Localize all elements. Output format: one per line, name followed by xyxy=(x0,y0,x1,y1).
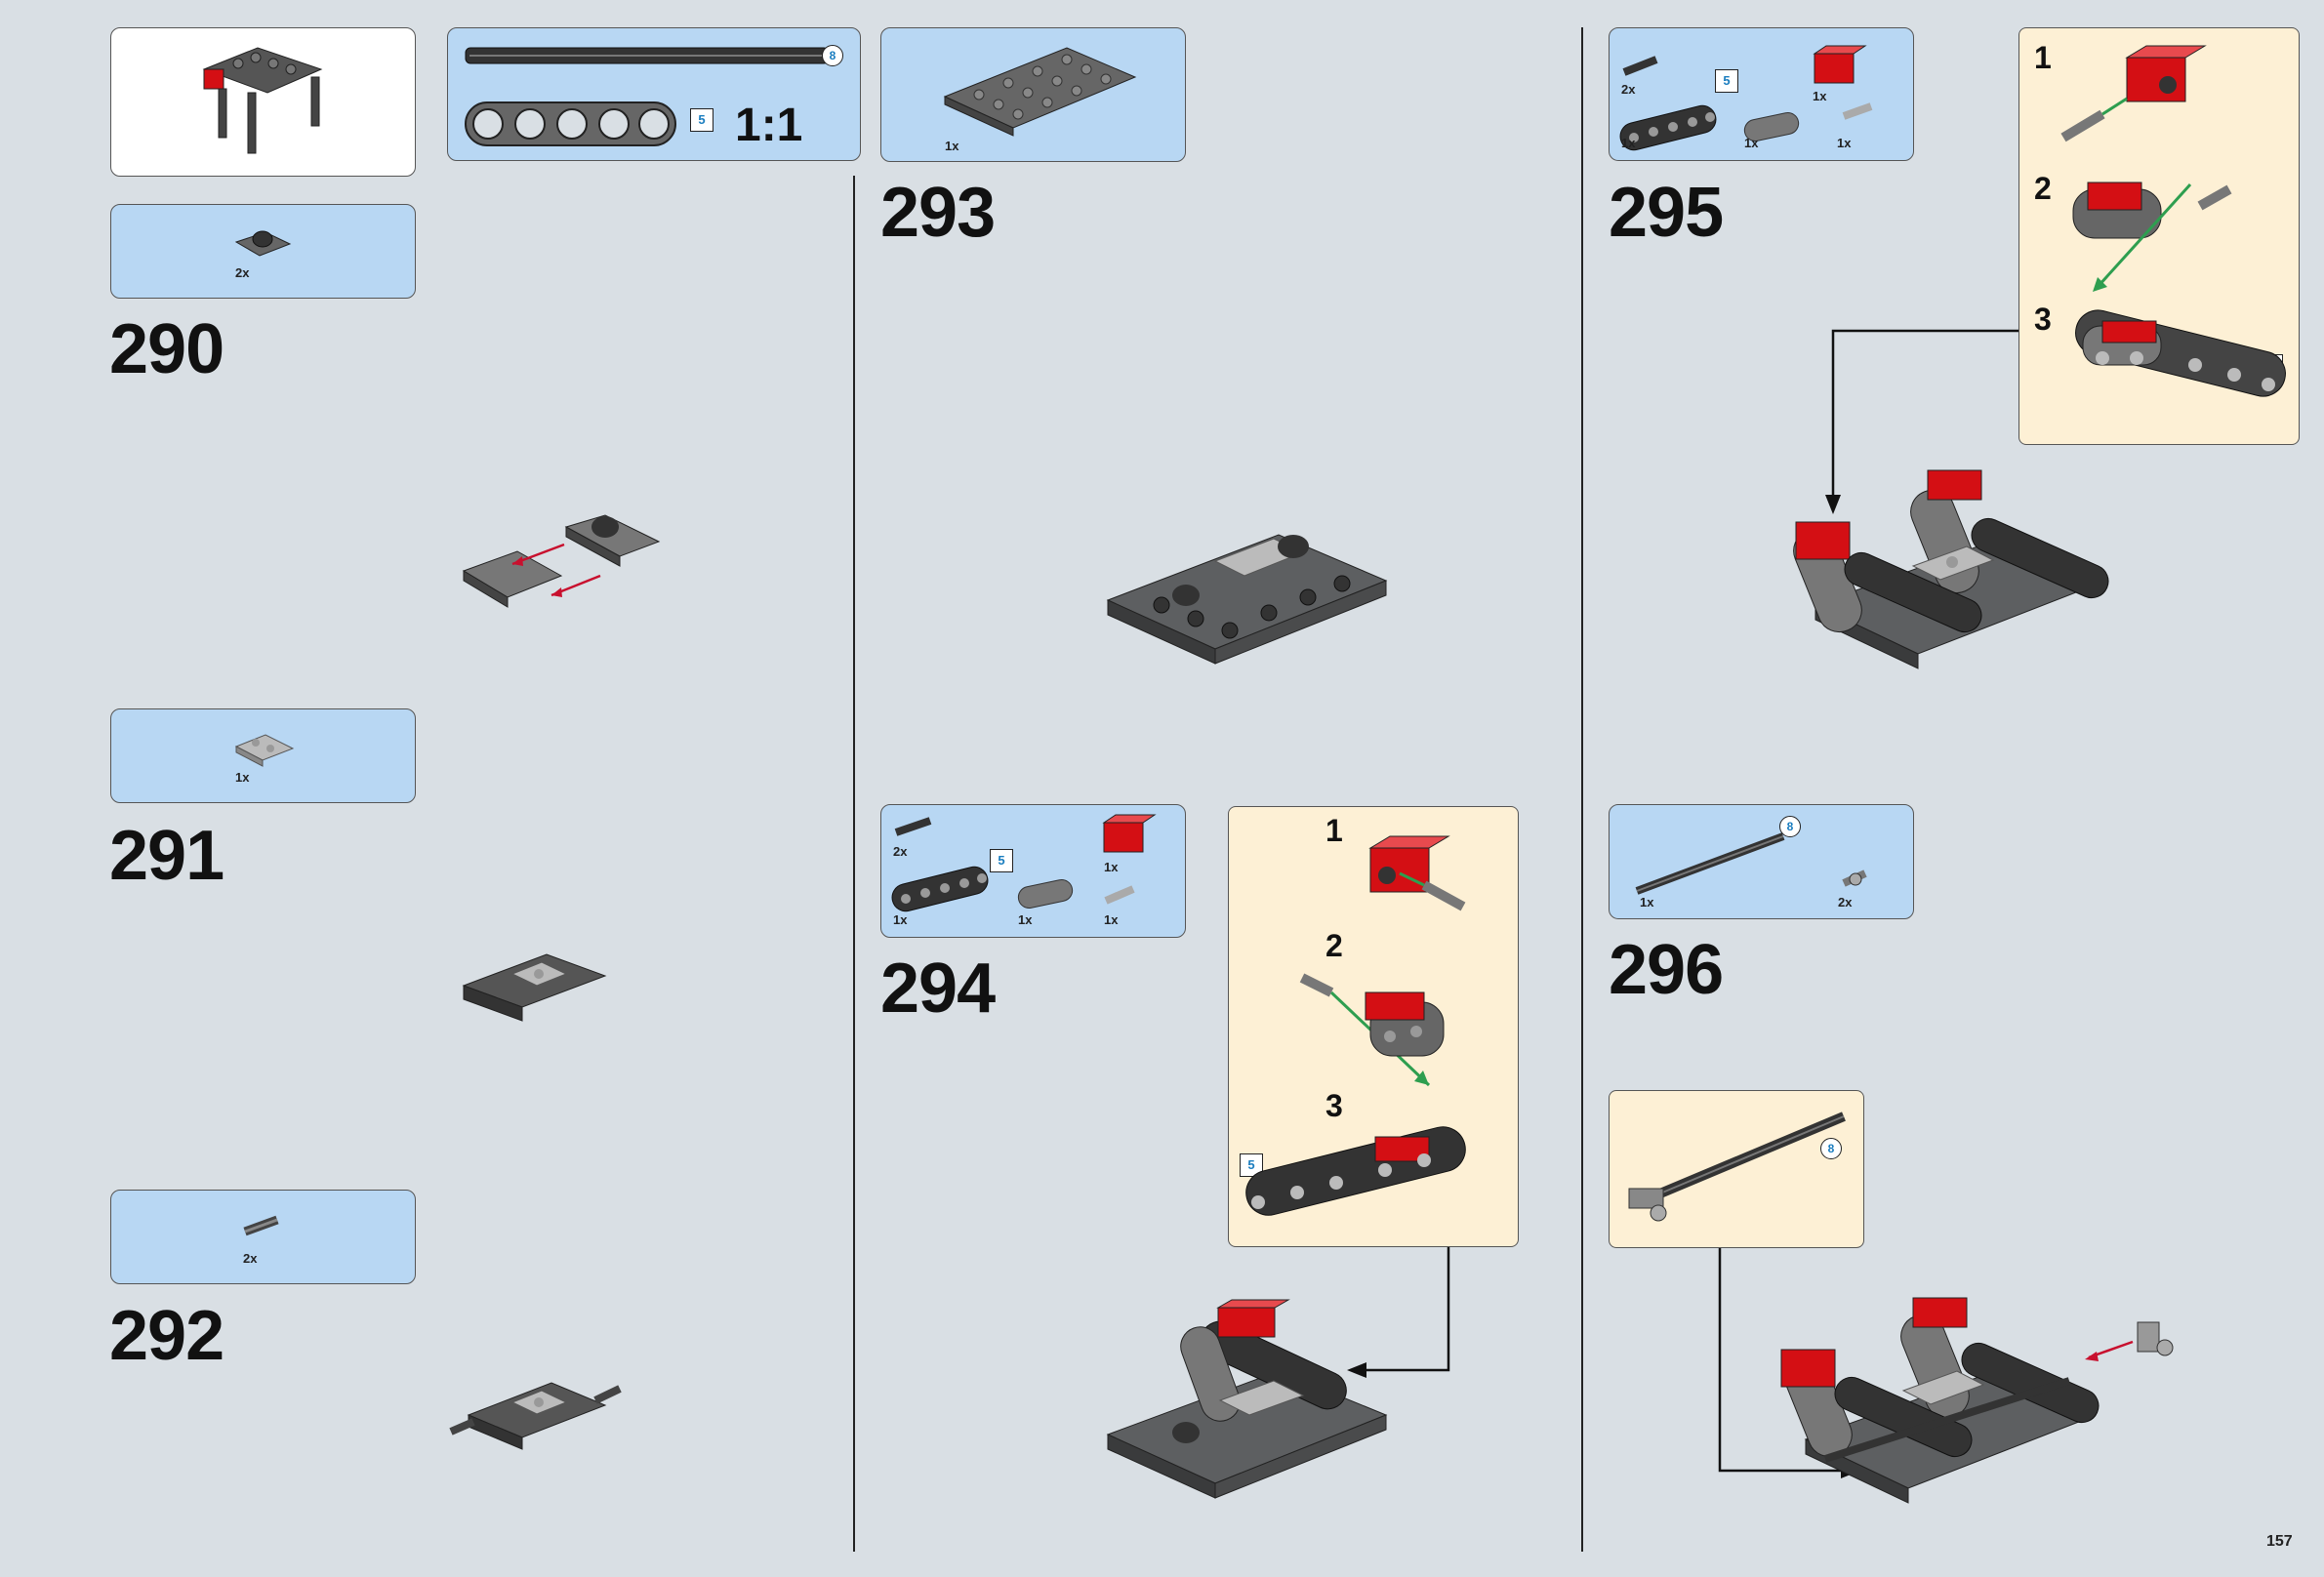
axle-length-badge-sub-296: 8 xyxy=(1820,1138,1842,1159)
qty-296-axle: 1x xyxy=(1640,895,1653,910)
step-number-290: 290 xyxy=(109,314,224,384)
parts-box-291: 1x xyxy=(110,708,416,803)
ruler-axle-length-badge: 8 xyxy=(822,45,843,66)
scale-label: 1:1 xyxy=(735,99,802,152)
step-290-illustration xyxy=(459,507,664,625)
parts-box-290: 2x xyxy=(110,204,416,299)
subassembly-295-illustration xyxy=(2019,28,2301,446)
previous-assembly-illustration xyxy=(111,28,417,178)
qty-294-beam3: 1x xyxy=(1018,912,1032,927)
step-number-293: 293 xyxy=(880,178,995,248)
qty-290: 2x xyxy=(235,265,249,280)
qty-292: 2x xyxy=(243,1251,257,1266)
page-number: 157 xyxy=(2266,1533,2293,1551)
column-divider-2 xyxy=(1581,27,1583,1552)
rotation-joint-part-icon xyxy=(111,205,417,300)
step-291-illustration xyxy=(459,947,615,1034)
subassembly-294-illustration xyxy=(1229,807,1520,1248)
parts-box-292: 2x xyxy=(110,1190,416,1284)
beam-length-badge-295: 5 xyxy=(1715,69,1738,93)
qty-294-pin2: 1x xyxy=(1104,912,1118,927)
parts-box-293: 1x xyxy=(880,27,1186,162)
step-293-illustration xyxy=(1103,507,1396,673)
step-number-296: 296 xyxy=(1609,935,1723,1005)
axle-length-badge-296: 8 xyxy=(1779,816,1801,837)
ruler-box: 8 5 1:1 xyxy=(447,27,861,161)
qty-296-conn: 2x xyxy=(1838,895,1852,910)
subassembly-box-296: 8 xyxy=(1609,1090,1864,1248)
step-number-292: 292 xyxy=(109,1301,224,1371)
plate-2x2-part-icon xyxy=(111,709,417,804)
step-number-295: 295 xyxy=(1609,178,1723,248)
qty-294-pin: 2x xyxy=(893,844,907,859)
parts-box-295: 2x 5 1x 1x 1x 1x xyxy=(1609,27,1914,161)
ruler-beam-length-badge: 5 xyxy=(690,108,714,132)
step-296-illustration xyxy=(1776,1293,2186,1508)
parts-296-illustration xyxy=(1610,805,1915,920)
qty-295-beam3: 1x xyxy=(1744,136,1758,150)
subassembly-296-illustration xyxy=(1610,1091,1865,1249)
previous-assembly-box xyxy=(110,27,416,177)
parts-295-illustration xyxy=(1610,28,1915,162)
parts-294-illustration xyxy=(881,805,1187,939)
qty-294-brick: 1x xyxy=(1104,860,1118,874)
beam-length-badge-294: 5 xyxy=(990,849,1013,872)
column-divider-1 xyxy=(853,176,855,1552)
qty-291: 1x xyxy=(235,770,249,785)
parts-box-296: 8 1x 2x xyxy=(1609,804,1914,919)
subassembly-box-295: 1 2 3 5 xyxy=(2018,27,2300,445)
subassembly-box-294: 1 2 3 5 xyxy=(1228,806,1519,1247)
qty-295-beam: 1x xyxy=(1621,136,1635,150)
qty-294-beam: 1x xyxy=(893,912,907,927)
step-number-291: 291 xyxy=(109,821,224,891)
step-295-illustration xyxy=(1786,459,2099,683)
step-294-illustration xyxy=(1103,1298,1396,1513)
plate-4x8-part-icon xyxy=(881,28,1187,163)
qty-295-pin: 2x xyxy=(1621,82,1635,97)
qty-295-brick: 1x xyxy=(1813,89,1826,103)
qty-295-pin2: 1x xyxy=(1837,136,1851,150)
parts-box-294: 2x 5 1x 1x 1x 1x xyxy=(880,804,1186,938)
pin-part-icon xyxy=(111,1191,417,1285)
step-292-illustration xyxy=(449,1361,625,1459)
qty-293: 1x xyxy=(945,139,958,153)
step-number-294: 294 xyxy=(880,953,995,1024)
